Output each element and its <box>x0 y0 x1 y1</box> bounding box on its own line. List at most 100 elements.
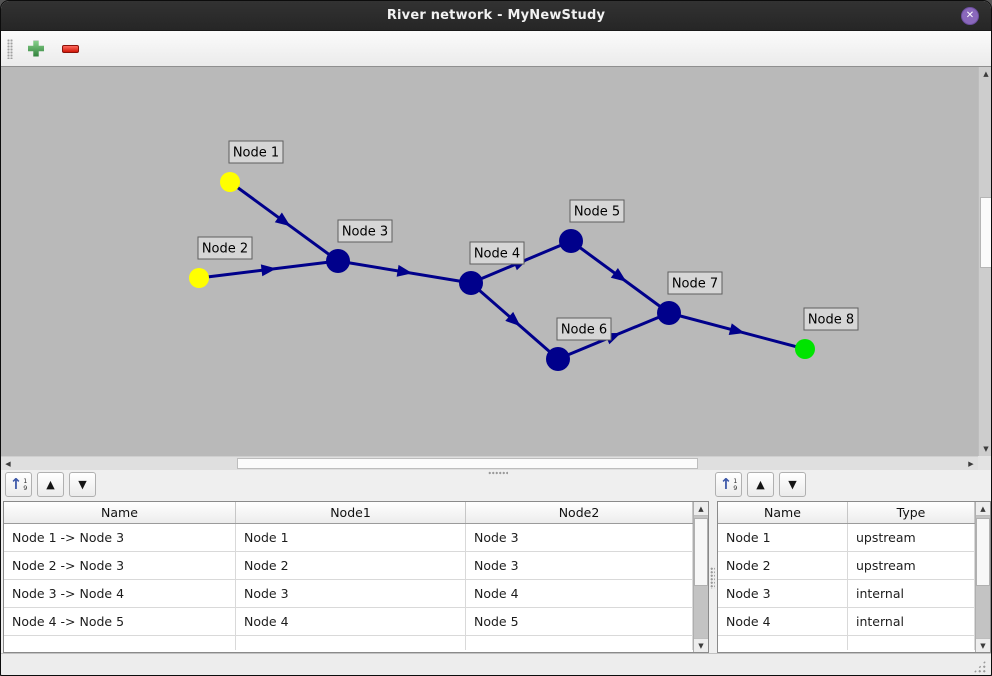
nodes-table-scrollbar[interactable]: ▲ ▼ <box>975 502 990 652</box>
node8[interactable] <box>795 339 815 359</box>
hscroll-track[interactable] <box>15 457 964 470</box>
table-cell[interactable]: Node 1 -> Node 3 <box>4 524 236 551</box>
table-cell[interactable]: Node 4 <box>236 608 466 635</box>
table-cell[interactable]: Node 3 <box>466 552 693 579</box>
minus-icon <box>61 44 79 53</box>
table-cell[interactable]: internal <box>848 580 975 607</box>
scroll-left-icon[interactable]: ◀ <box>5 459 11 468</box>
table-cell[interactable]: Node 4 <box>466 580 693 607</box>
column-header[interactable]: Node1 <box>236 502 466 523</box>
node-label-box-node8[interactable] <box>803 307 859 331</box>
branches-table-toolbar: ↑ 1 9 ▲ ▼ <box>5 472 96 497</box>
titlebar[interactable]: River network - MyNewStudy ✕ <box>1 1 991 31</box>
table-cell[interactable]: upstream <box>848 552 975 579</box>
scroll-thumb[interactable] <box>976 518 990 586</box>
node-label-node5: Node 5 <box>574 205 620 220</box>
vscroll-track[interactable] <box>979 81 991 442</box>
branches-sort-button[interactable]: ↑ 1 9 <box>5 472 32 497</box>
vscroll-thumb[interactable] <box>980 197 991 268</box>
scroll-thumb[interactable] <box>694 518 708 586</box>
column-header[interactable]: Type <box>848 502 975 523</box>
scroll-down-icon[interactable]: ▼ <box>976 638 990 652</box>
table-cell[interactable]: Node 4 -> Node 5 <box>4 608 236 635</box>
table-cell <box>848 636 975 650</box>
table-cell[interactable]: Node 3 <box>236 580 466 607</box>
scroll-up-icon[interactable]: ▲ <box>976 502 990 516</box>
table-cell[interactable]: Node 1 <box>236 524 466 551</box>
vertical-splitter-handle[interactable] <box>710 567 715 589</box>
scroll-down-icon[interactable]: ▼ <box>694 638 708 652</box>
column-header[interactable]: Node2 <box>466 502 693 523</box>
branches-table-scrollbar[interactable]: ▲ ▼ <box>693 502 708 652</box>
node-label-node6: Node 6 <box>561 323 607 338</box>
scroll-up-icon[interactable]: ▲ <box>694 502 708 516</box>
add-node-button[interactable] <box>23 36 49 62</box>
table-cell[interactable]: upstream <box>848 524 975 551</box>
node7[interactable] <box>657 301 681 325</box>
node-label-box-node2[interactable] <box>197 236 253 260</box>
close-icon[interactable]: ✕ <box>961 7 979 25</box>
node-label-box-node3[interactable] <box>337 219 393 243</box>
triangle-down-icon: ▼ <box>788 478 797 491</box>
scroll-down-icon[interactable]: ▼ <box>983 445 989 453</box>
table-cell[interactable]: internal <box>848 608 975 635</box>
table-cell[interactable]: Node 5 <box>466 608 693 635</box>
resize-grip-icon[interactable] <box>973 660 986 673</box>
window-title: River network - MyNewStudy <box>386 8 606 23</box>
table-cell[interactable]: Node 4 <box>718 608 848 635</box>
node-label-node3: Node 3 <box>342 225 388 240</box>
table-cell[interactable]: Node 3 -> Node 4 <box>4 580 236 607</box>
table-cell[interactable]: Node 2 <box>718 552 848 579</box>
scroll-up-icon[interactable]: ▲ <box>983 70 989 78</box>
node-label-node4: Node 4 <box>474 247 520 262</box>
nodes-move-down-button[interactable]: ▼ <box>779 472 806 497</box>
branches-move-down-button[interactable]: ▼ <box>69 472 96 497</box>
column-header[interactable]: Name <box>4 502 236 523</box>
branches-move-up-button[interactable]: ▲ <box>37 472 64 497</box>
node4[interactable] <box>459 271 483 295</box>
nodes-move-up-button[interactable]: ▲ <box>747 472 774 497</box>
table-cell[interactable]: Node 3 <box>718 580 848 607</box>
table-cell[interactable]: Node 1 <box>718 524 848 551</box>
nodes-sort-button[interactable]: ↑ 1 9 <box>715 472 742 497</box>
canvas-horizontal-scrollbar[interactable]: ◀ ▶ <box>1 456 978 470</box>
node-label-box-node4[interactable] <box>469 241 525 265</box>
table-cell[interactable]: Node 2 <box>236 552 466 579</box>
column-header[interactable]: Name <box>718 502 848 523</box>
node-label-box-node6[interactable] <box>556 317 612 341</box>
toolbar-drag-handle[interactable] <box>7 38 13 59</box>
remove-node-button[interactable] <box>57 36 83 62</box>
scrollbar-corner <box>978 456 991 470</box>
table-cell[interactable]: Node 2 -> Node 3 <box>4 552 236 579</box>
node5[interactable] <box>559 229 583 253</box>
hscroll-thumb[interactable] <box>237 458 698 469</box>
node6[interactable] <box>546 347 570 371</box>
table-row-partial <box>4 636 693 650</box>
node-label-box-node7[interactable] <box>667 271 723 295</box>
node-label-box-node5[interactable] <box>569 199 625 223</box>
table-cell[interactable]: Node 3 <box>466 524 693 551</box>
horizontal-splitter-handle[interactable] <box>488 471 508 475</box>
scroll-right-icon[interactable]: ▶ <box>968 459 974 468</box>
node3[interactable] <box>326 249 350 273</box>
node1[interactable] <box>220 172 240 192</box>
node-label-box-node1[interactable] <box>228 140 284 164</box>
node2[interactable] <box>189 268 209 288</box>
canvas-vertical-scrollbar[interactable]: ▲ ▼ <box>978 67 991 456</box>
